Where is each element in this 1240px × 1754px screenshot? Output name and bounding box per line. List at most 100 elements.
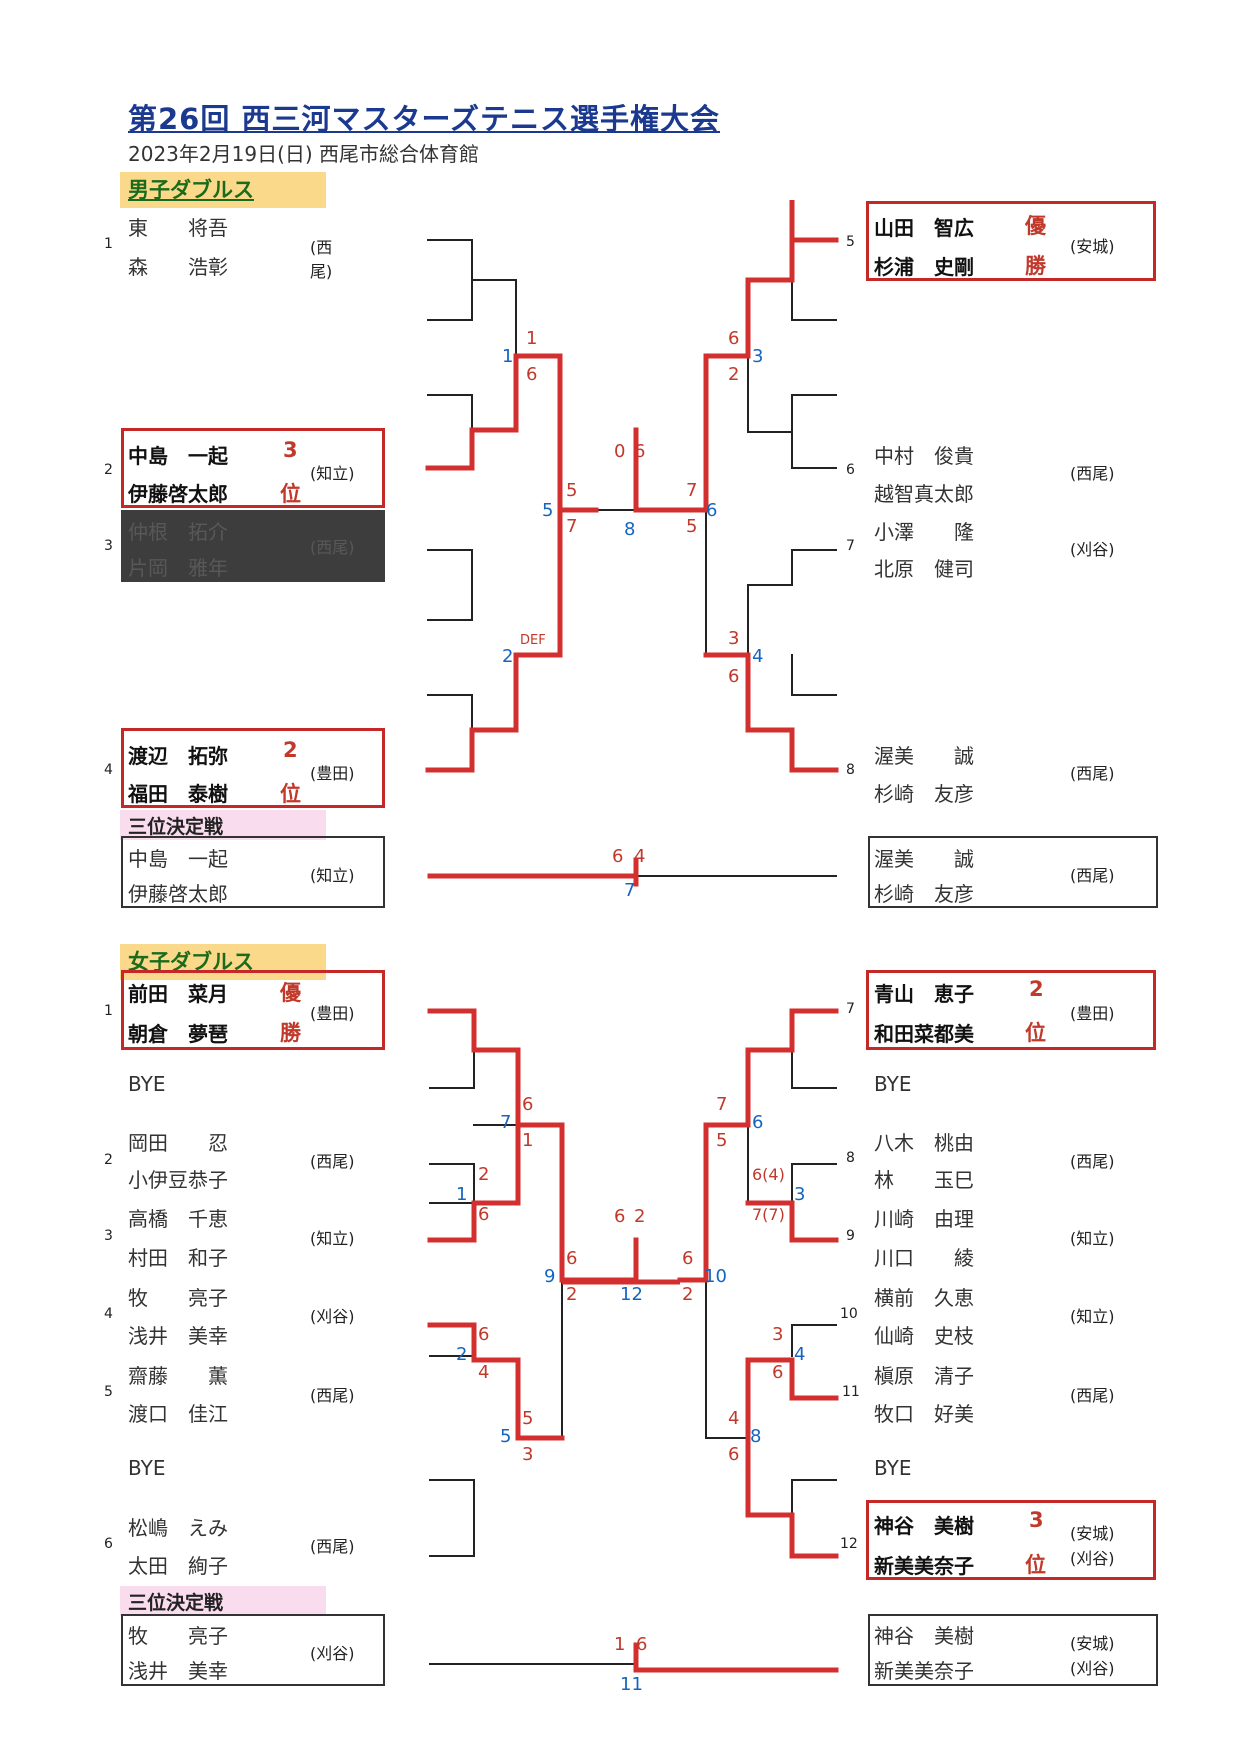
seed-number: 1 — [104, 236, 113, 252]
player-name: 山田 智広 — [874, 216, 974, 240]
men-entry-3-defaulted: 仲根 拓介 片岡 雅年 (西尾) — [121, 510, 385, 582]
score: 0 — [614, 441, 625, 462]
seed-number: 3 — [104, 1228, 113, 1244]
affiliation: (西尾) — [310, 1386, 355, 1405]
player-name: 川崎 由理 — [874, 1207, 974, 1231]
women-entry-12-box — [866, 1500, 1156, 1580]
match-number: 7 — [624, 880, 635, 901]
women-bracket-lines — [429, 1049, 837, 1665]
men-entry-2-box — [121, 428, 385, 508]
score: 6 — [526, 364, 537, 385]
seed-number: 3 — [104, 538, 113, 554]
seed-number: 2 — [104, 462, 113, 478]
score: 7 — [686, 480, 697, 501]
affiliation: (刈谷) — [310, 1307, 355, 1326]
score: 6 — [566, 1248, 577, 1269]
score: 6 — [728, 1444, 739, 1465]
rank-number: 2 — [1029, 977, 1044, 1001]
seed-number: 5 — [104, 1384, 113, 1400]
affiliation: (西尾) — [1070, 464, 1115, 483]
seed-number: 11 — [842, 1384, 860, 1400]
player-name: 前田 菜月 — [128, 982, 228, 1006]
rank-label: 勝 — [1025, 254, 1046, 278]
affiliation: (知立) — [310, 464, 355, 483]
match-number: 1 — [456, 1184, 467, 1205]
rank-label: 位 — [280, 782, 301, 806]
score: 2 — [634, 1206, 645, 1227]
player-name: 朝倉 夢琶 — [128, 1022, 228, 1046]
mens-doubles-label: 男子ダブルス — [120, 172, 326, 208]
player-name: 森 浩彰 — [128, 255, 228, 279]
player-name: 新美美奈子 — [874, 1659, 974, 1683]
rank-number: 3 — [283, 438, 298, 462]
affiliation: (西尾) — [1070, 866, 1115, 885]
rank-label: 勝 — [280, 1021, 301, 1045]
player-name: 小澤 隆 — [874, 520, 974, 544]
seed-number: 8 — [846, 1150, 855, 1166]
bye-label: BYE — [874, 1456, 912, 1480]
player-name: 高橋 千恵 — [128, 1207, 228, 1231]
women-entry-1-box — [121, 970, 385, 1050]
affiliation: (刈谷) — [1070, 1659, 1115, 1678]
affiliation: (西尾) — [1070, 1386, 1115, 1405]
seed-number: 4 — [104, 1306, 113, 1322]
player-name: 横前 久恵 — [874, 1286, 974, 1310]
bye-label: BYE — [128, 1072, 166, 1096]
player-name: 福田 泰樹 — [128, 782, 228, 806]
women-entry-7-box — [866, 970, 1156, 1050]
player-name: 和田菜都美 — [874, 1022, 974, 1046]
player-name: 北原 健司 — [874, 557, 974, 581]
match-number: 2 — [502, 646, 513, 667]
rank-number: 2 — [283, 738, 298, 762]
score: 1 — [522, 1130, 533, 1151]
match-number: 3 — [752, 346, 763, 367]
player-name: 浅井 美幸 — [128, 1659, 228, 1683]
page-title: 第26回 西三河マスターズテニス選手権大会 — [128, 102, 721, 136]
player-name: 渡辺 拓弥 — [128, 744, 228, 768]
player-name: 中島 一起 — [128, 444, 228, 468]
score: 6 — [522, 1094, 533, 1115]
seed-number: 7 — [846, 1001, 855, 1017]
score: 6 — [478, 1324, 489, 1345]
match-number: 8 — [624, 519, 635, 540]
affiliation: (西尾) — [1070, 764, 1115, 783]
affiliation: (豊田) — [310, 1004, 355, 1023]
affiliation: (知立) — [1070, 1307, 1115, 1326]
match-number: 9 — [544, 1266, 555, 1287]
seed-number: 2 — [104, 1152, 113, 1168]
score: 6 — [682, 1248, 693, 1269]
score: 5 — [716, 1130, 727, 1151]
score: 2 — [728, 364, 739, 385]
score: 7 — [566, 516, 577, 537]
player-name: 仙崎 史枝 — [874, 1324, 974, 1348]
affiliation: (刈谷) — [1070, 1549, 1115, 1568]
player-name: 川口 綾 — [874, 1246, 974, 1270]
score: 1 — [526, 328, 537, 349]
seed-number: 6 — [846, 462, 855, 478]
player-name: 松嶋 えみ — [128, 1516, 228, 1540]
match-number: 7 — [500, 1112, 511, 1133]
match-number: 1 — [502, 346, 513, 367]
bye-label: BYE — [128, 1456, 166, 1480]
seed-number: 8 — [846, 762, 855, 778]
score: 6(4) — [752, 1165, 785, 1184]
seed-number: 10 — [840, 1306, 858, 1322]
rank-label: 位 — [1025, 1553, 1046, 1577]
score: 5 — [686, 516, 697, 537]
rank-number: 3 — [1029, 1508, 1044, 1532]
affiliation: (西尾) — [310, 238, 333, 281]
affiliation: (安城) — [1070, 237, 1115, 256]
player-name: 渥美 誠 — [874, 744, 974, 768]
men-third-left-box — [121, 836, 385, 908]
score: 6 — [612, 846, 623, 867]
match-number: 8 — [750, 1426, 761, 1447]
player-name: 杉崎 友彦 — [874, 782, 974, 806]
player-name: 牧 亮子 — [128, 1286, 228, 1310]
player-name: 岡田 忍 — [128, 1131, 228, 1155]
score: 4 — [728, 1408, 739, 1429]
affiliation: (豊田) — [1070, 1004, 1115, 1023]
player-name: 中島 一起 — [128, 847, 228, 871]
affiliation: (西尾) — [310, 538, 355, 557]
score: 4 — [478, 1362, 489, 1383]
